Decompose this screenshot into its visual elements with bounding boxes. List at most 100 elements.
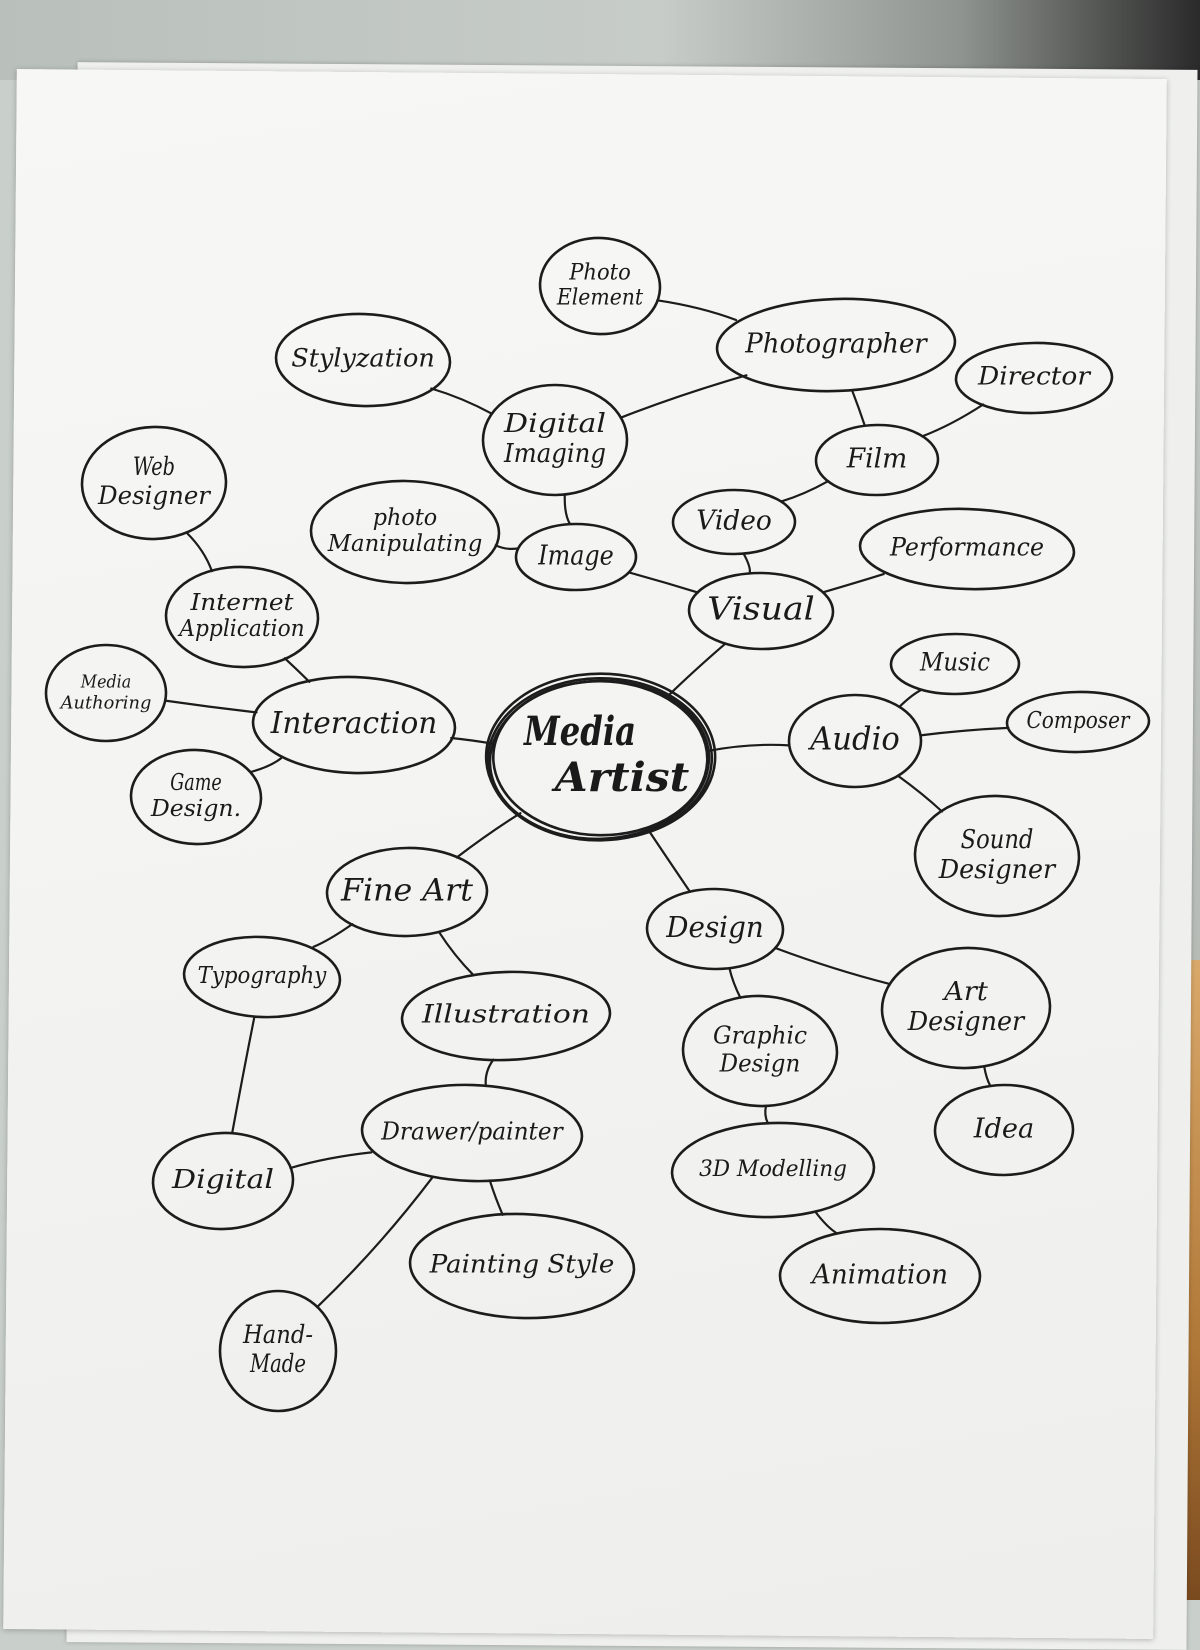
- node-game-design-label-line-2: Design.: [150, 796, 241, 822]
- edge-director-to-film: [921, 403, 985, 438]
- node-composer-label-line-1: Composer: [1026, 708, 1131, 734]
- node-web-designer-outline: [80, 425, 228, 541]
- node-fine-art: Fine Art: [325, 846, 489, 938]
- edge-video-to-visual: [742, 552, 751, 575]
- edge-photographer-to-film: [851, 389, 866, 427]
- node-animation: Animation: [778, 1227, 982, 1325]
- node-drawer-painter-label-line-1: Drawer/painter: [380, 1118, 564, 1146]
- node-interaction-outline: [251, 675, 457, 775]
- node-hand-made: Hand-Made: [218, 1289, 338, 1413]
- edge-media-authoring-to-interaction: [164, 699, 258, 714]
- node-image-label-line-1: Image: [537, 541, 613, 572]
- edge-stylyzation-to-digital-imaging: [430, 387, 493, 415]
- node-3d-modelling: 3D Modelling: [670, 1121, 876, 1219]
- edge-illustration-to-drawer-painter: [484, 1058, 495, 1087]
- node-performance-label-line-1: Performance: [889, 533, 1044, 562]
- node-typography: Typography: [182, 935, 342, 1019]
- node-sound-designer-label-line-1: Sound: [961, 825, 1034, 855]
- node-video-outline: [671, 488, 797, 556]
- central-node-outline: [484, 672, 717, 842]
- edge-visual-to-center: [667, 642, 727, 697]
- node-film: Film: [814, 423, 940, 497]
- node-digital-imaging-label-line-1: Digital: [503, 409, 606, 439]
- node-animation-label-line-1: Animation: [809, 1260, 948, 1291]
- node-game-design-label-line-1: Game: [170, 770, 222, 796]
- node-3d-modelling-label-line-1: 3D Modelling: [699, 1157, 847, 1182]
- node-image: Image: [514, 522, 638, 592]
- node-digital-imaging-outline: [481, 383, 629, 497]
- node-web-designer-label-line-1: Web: [133, 452, 175, 481]
- node-media-authoring-label-line-2: Authoring: [59, 692, 152, 713]
- node-hand-made-outline: [218, 1289, 338, 1413]
- node-illustration: Illustration: [400, 970, 612, 1062]
- node-performance: Performance: [858, 507, 1076, 591]
- node-idea: Idea: [933, 1083, 1075, 1177]
- node-performance-outline: [858, 507, 1076, 591]
- node-internet-application-label-line-2: Application: [177, 616, 304, 642]
- node-design: Design: [645, 887, 785, 971]
- central-node-label-line-2: Artist: [551, 754, 690, 801]
- edge-graphic-design-to-3d-modelling: [764, 1104, 769, 1125]
- edge-film-to-video: [779, 480, 830, 503]
- node-photo-manipulating-label-line-1: photo: [373, 505, 437, 531]
- edge-performance-to-visual: [822, 573, 885, 594]
- node-photo-manipulating-outline: [309, 479, 501, 585]
- node-internet-application-outline: [164, 565, 320, 669]
- node-photographer-label-line-1: Photographer: [744, 329, 928, 360]
- node-typography-label-line-1: Typography: [198, 963, 328, 989]
- node-3d-modelling-outline: [670, 1121, 876, 1219]
- edge-photographer-to-digital-imaging: [619, 374, 748, 419]
- node-sound-designer-label-line-2: Designer: [938, 855, 1057, 885]
- node-audio: Audio: [787, 693, 923, 789]
- node-visual-outline: [687, 571, 835, 651]
- node-typography-outline: [182, 935, 342, 1019]
- node-stylyzation-outline: [274, 312, 452, 408]
- edge-game-design-to-interaction: [249, 757, 283, 773]
- node-film-outline: [814, 423, 940, 497]
- node-art-designer-outline: [880, 946, 1052, 1070]
- node-painting-style-label-line-1: Painting Style: [429, 1250, 615, 1279]
- node-digital-imaging-label-line-2: Imaging: [503, 439, 606, 469]
- node-digital-label-line-1: Digital: [171, 1165, 274, 1195]
- node-audio-outline: [787, 693, 923, 789]
- edge-drawer-painter-to-digital: [289, 1151, 373, 1170]
- edge-drawer-painter-to-hand-made: [316, 1176, 434, 1308]
- edge-audio-to-center: [708, 743, 791, 752]
- node-painting-style: Painting Style: [408, 1212, 636, 1320]
- node-hand-made-label-line-2: Made: [249, 1349, 306, 1378]
- edge-art-designer-to-idea: [983, 1065, 992, 1087]
- node-composer-outline: [1005, 690, 1151, 754]
- node-illustration-label-line-1: Illustration: [421, 1000, 590, 1029]
- node-graphic-design-label-line-1: Graphic: [713, 1022, 807, 1050]
- node-music-outline: [889, 632, 1021, 696]
- edge-interaction-to-center: [450, 736, 493, 745]
- node-media-authoring-outline: [44, 643, 168, 743]
- node-photo-element-label-line-1: Photo: [568, 260, 631, 285]
- node-internet-application-label-line-1: Internet: [189, 590, 294, 616]
- node-art-designer-label-line-1: Art: [942, 977, 988, 1007]
- node-interaction-label-line-1: Interaction: [270, 706, 438, 741]
- node-digital-outline: [151, 1131, 295, 1231]
- edge-sound-designer-to-audio: [897, 774, 944, 813]
- node-audio-label-line-1: Audio: [807, 720, 899, 758]
- edge-design-to-graphic-design: [728, 967, 742, 999]
- node-drawer-painter-outline: [360, 1083, 584, 1183]
- edge-typography-to-digital: [231, 1015, 256, 1135]
- node-web-designer-label-line-2: Designer: [97, 481, 212, 510]
- node-director-label-line-1: Director: [977, 362, 1092, 391]
- node-sound-designer-outline: [913, 794, 1081, 918]
- node-interaction: Interaction: [251, 675, 457, 775]
- node-design-label-line-1: Design: [665, 910, 763, 944]
- node-hand-made-label-line-1: Hand-: [242, 1320, 313, 1349]
- node-stylyzation-label-line-1: Stylyzation: [291, 344, 435, 373]
- node-video-label-line-1: Video: [696, 506, 772, 537]
- node-composer: Composer: [1005, 690, 1151, 754]
